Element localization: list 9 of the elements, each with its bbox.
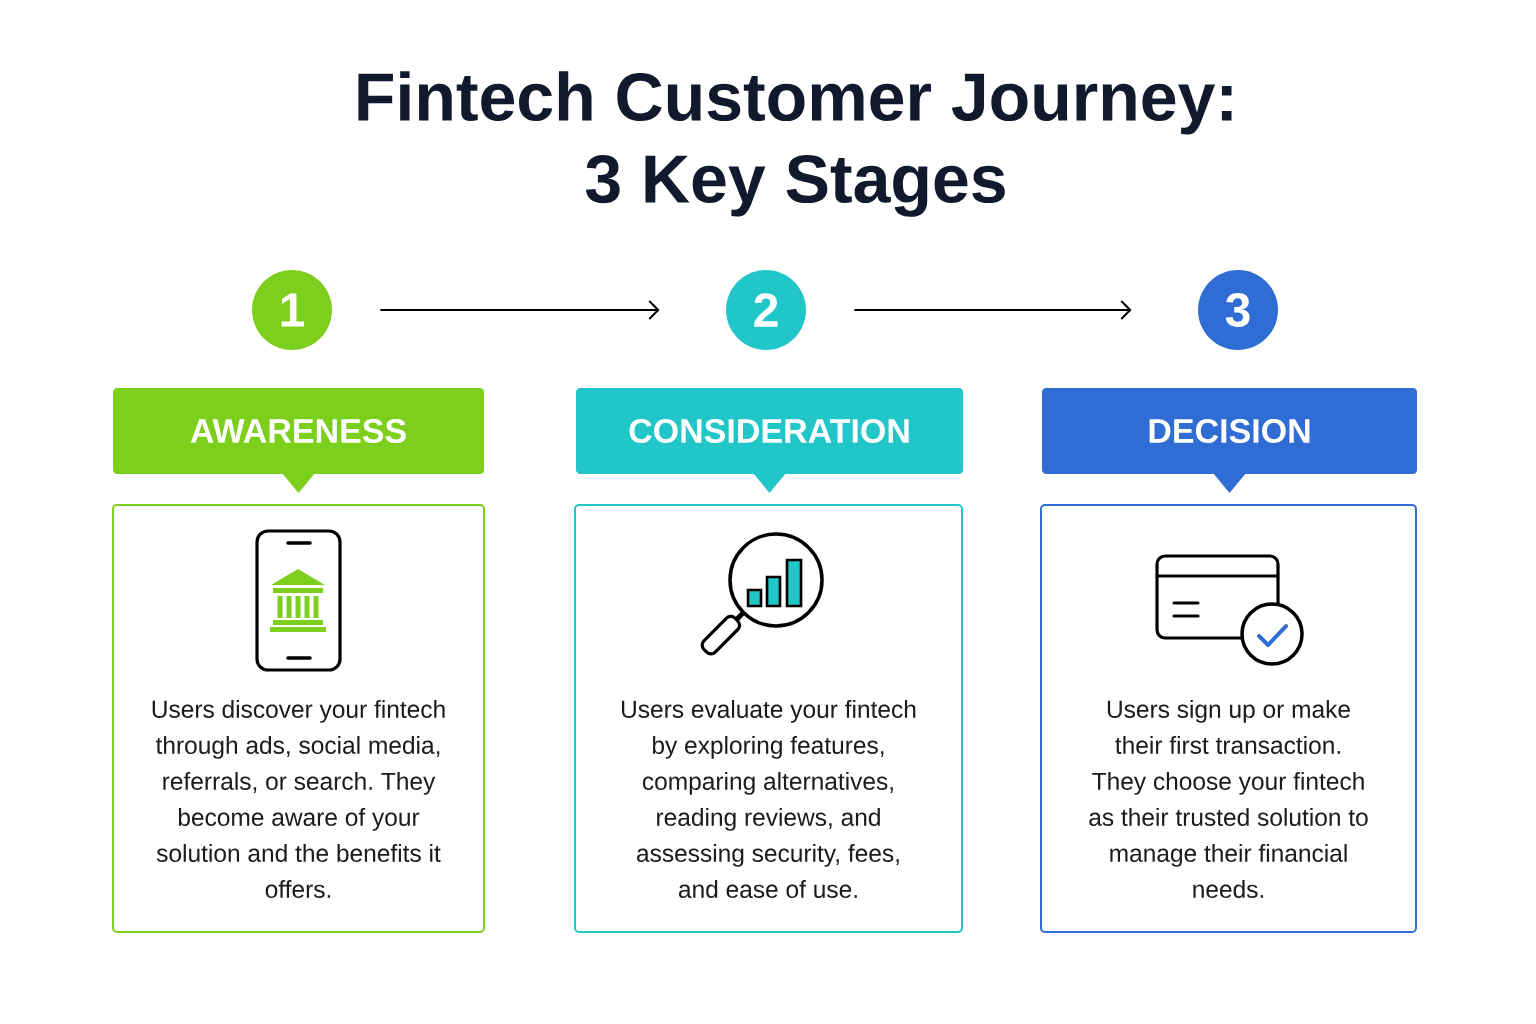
stage-header: AWARENESS: [113, 388, 484, 493]
arrow: [379, 300, 660, 320]
title: Fintech Customer Journey: 3 Key Stages: [358, 71, 1232, 217]
stage-card: Users sign up or make their first transaction. They choose your fintech as their trusted solution to manage their financial needs.: [1040, 504, 1417, 933]
stage-card: Users evaluate your fintech by exploring features, comparing alternatives, reading reviews, and assessing security, fees, and ease of use.: [574, 504, 963, 933]
stage-header: CONSIDERATION: [576, 388, 963, 493]
arrow: [853, 300, 1132, 320]
stage-card: Users discover your fintech through ads, social media, referrals, or search. They become aware of your solution and the benefits it offers.: [112, 504, 485, 933]
stage-header: DECISION: [1042, 388, 1417, 493]
